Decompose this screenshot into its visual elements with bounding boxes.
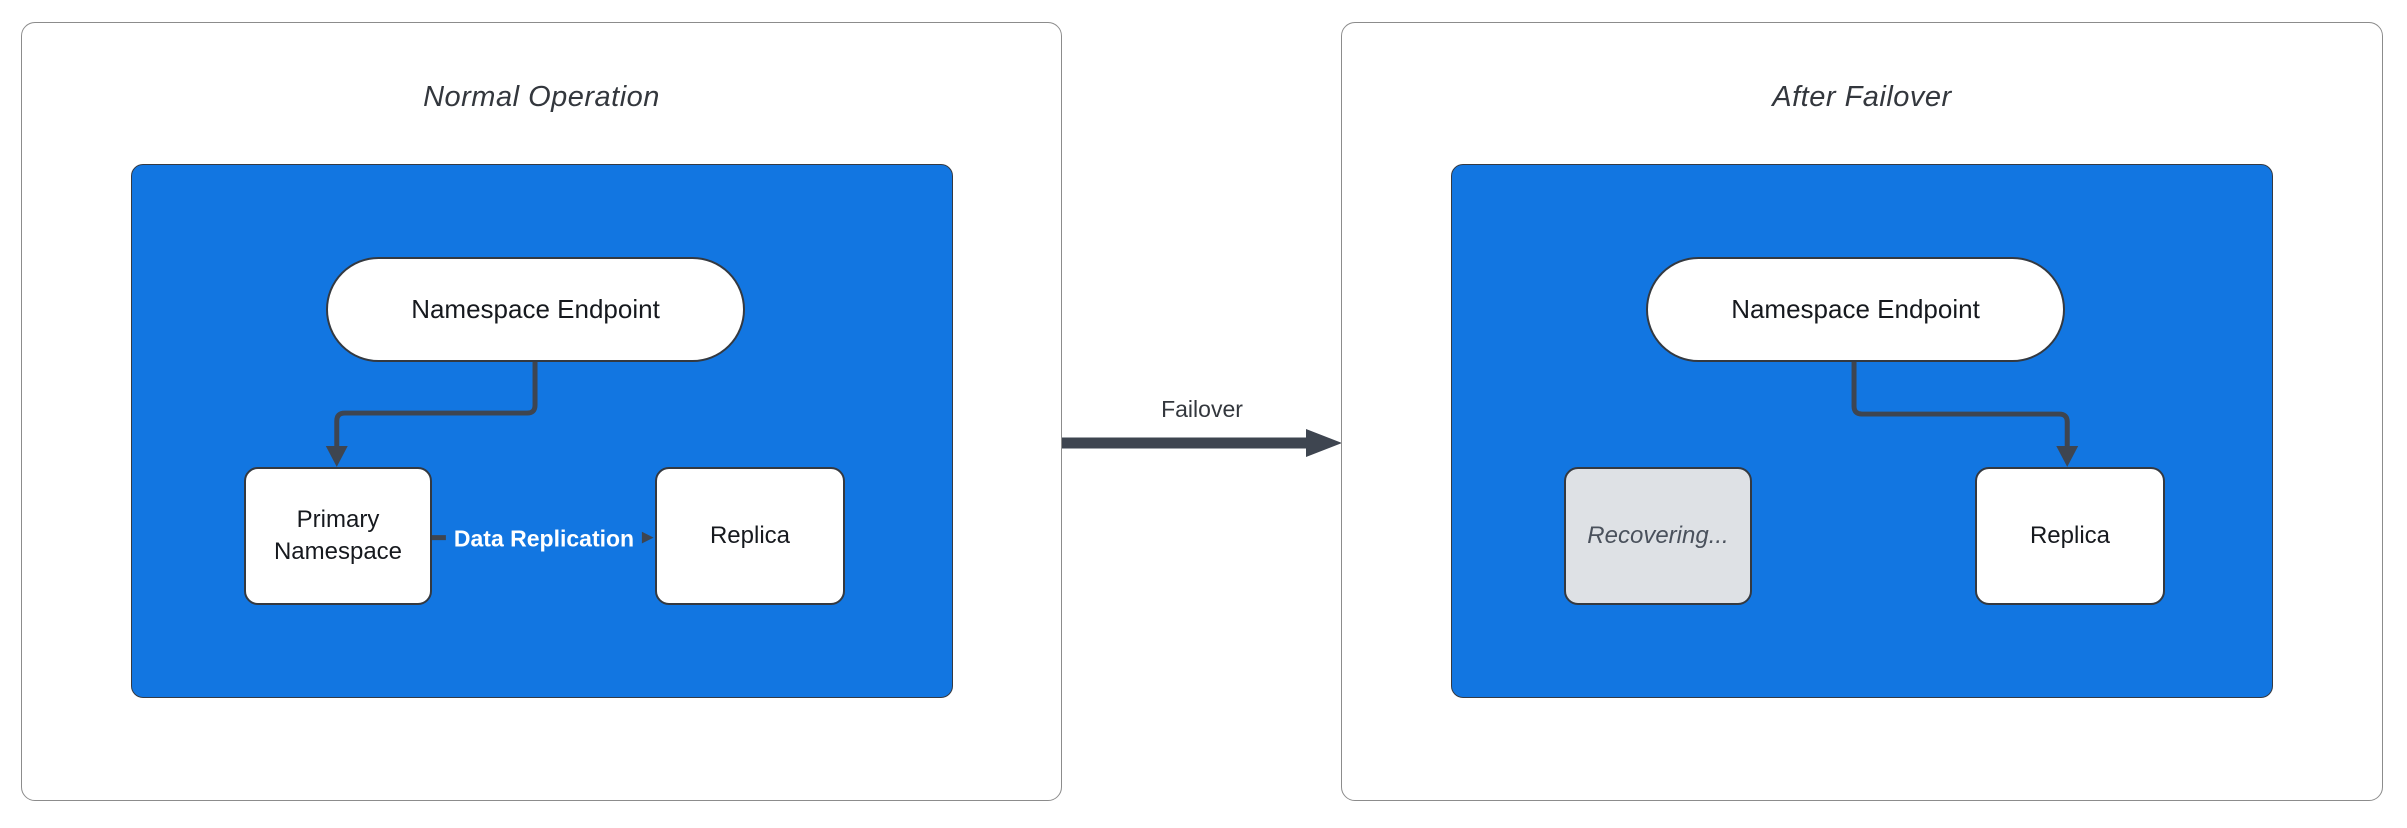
data-replication-edge-label: Data Replication [445,523,643,555]
failover-arrow [1062,429,1342,457]
namespace-endpoint-node-normal: Namespace Endpoint [326,257,745,362]
replica-label: Replica [709,521,791,549]
panel-title-normal-operation: Normal Operation [423,81,660,113]
panel-after-failover: After Failover Namespace Endpoint Recove… [1341,22,2383,801]
namespace-endpoint-node-failover: Namespace Endpoint [1646,257,2065,362]
failover-edge-label: Failover [1161,396,1243,422]
namespace-boundary-normal: Namespace Endpoint Primary Namespace Rep… [131,164,953,698]
replica-node-normal: Replica [655,467,845,605]
recovering-node: Recovering... [1564,467,1752,605]
panel-title-after-failover: After Failover [1772,81,1952,113]
namespace-endpoint-label: Namespace Endpoint [411,294,660,324]
panel-normal-operation: Normal Operation Namespace Endpoint Prim… [21,22,1062,801]
failover-arrowhead-icon [1306,429,1342,457]
replica-label: Replica [2029,521,2111,549]
replica-node-failover: Replica [1975,467,2165,605]
namespace-endpoint-label: Namespace Endpoint [1731,294,1980,324]
connector-lines-normal [325,361,654,549]
primary-namespace-node: Primary Namespace [244,467,432,605]
recovering-label: Recovering... [1587,521,1729,549]
endpoint-to-replica-arrowhead-icon [2056,445,2079,467]
connector-lines-failover [1851,361,2079,467]
endpoint-to-primary-arrowhead-icon [325,445,348,467]
endpoint-to-replica-connector [1851,361,2070,448]
endpoint-to-primary-connector [334,361,538,448]
namespace-boundary-failover: Namespace Endpoint Recovering... Replica [1451,164,2273,698]
primary-namespace-label: Primary Namespace [273,505,403,565]
